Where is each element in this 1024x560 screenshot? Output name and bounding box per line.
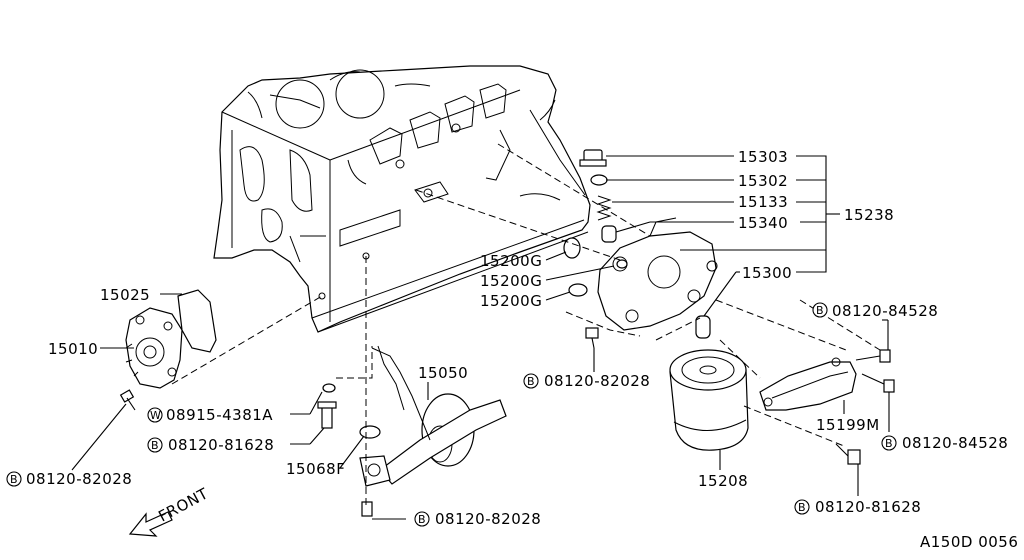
bolt-prefix-3: B: [527, 375, 535, 388]
gasket-15302: [590, 174, 608, 186]
bolt-82028-left: [119, 389, 136, 411]
label-15068f: 15068F: [286, 460, 345, 478]
oil-filter: [669, 349, 749, 451]
label-15199m: 15199M: [816, 416, 880, 434]
label-15200g-3: 15200G: [480, 292, 542, 310]
washer-08915-text: 08915-4381A: [166, 406, 273, 424]
bolt-82028-bottom-text: 08120-82028: [435, 510, 541, 528]
bolt-prefix-5: B: [816, 304, 824, 317]
label-washer-08915: W 08915-4381A: [147, 406, 273, 424]
label-bolt-82028-left: B 08120-82028: [6, 470, 132, 488]
connector-15300: [695, 315, 711, 339]
label-15303: 15303: [738, 148, 788, 166]
label-bolt-81628-left: B 08120-81628: [147, 436, 274, 454]
label-15340: 15340: [738, 214, 788, 232]
washer-prefix: W: [150, 409, 161, 422]
bolt-81628-left-text: 08120-81628: [168, 436, 274, 454]
bolt-prefix-7: B: [798, 501, 806, 514]
label-15238: 15238: [844, 206, 894, 224]
diagram-code: A150D 0056: [920, 533, 1018, 551]
bolt-84528-top-text: 08120-84528: [832, 302, 938, 320]
label-15133: 15133: [738, 193, 788, 211]
oil-strainer: [359, 345, 507, 517]
washer-and-bolt-left: [317, 383, 337, 429]
bolt-prefix-2: B: [10, 473, 18, 486]
front-arrow-icon: [128, 511, 173, 537]
spring-15133: [596, 195, 612, 221]
oil-pump: [125, 307, 183, 389]
bolt-82028-mid: [585, 327, 599, 349]
o-ring-15200g-3: [568, 283, 588, 297]
label-bolt-81628-right: B 08120-81628: [794, 498, 921, 516]
bolt-84528-bottom-text: 08120-84528: [902, 434, 1008, 452]
engine-block: [213, 65, 591, 333]
label-15025: 15025: [100, 286, 150, 304]
label-15302: 15302: [738, 172, 788, 190]
o-ring-15200g-2: [616, 259, 628, 269]
label-15208: 15208: [698, 472, 748, 490]
bolt-82028-mid-text: 08120-82028: [544, 372, 650, 390]
label-15300: 15300: [742, 264, 792, 282]
oil-pump-gasket: [177, 289, 217, 353]
bolt-82028-left-text: 08120-82028: [26, 470, 132, 488]
label-15200g-2: 15200G: [480, 272, 542, 290]
label-15200g-1: 15200G: [480, 252, 542, 270]
label-15050: 15050: [418, 364, 468, 382]
valve-15340: [601, 225, 617, 243]
label-15010: 15010: [48, 340, 98, 358]
bracket-15199m: [759, 357, 857, 411]
alignment-lines: [171, 143, 881, 506]
plug-15303: [579, 149, 607, 167]
front-label: FRONT: [155, 484, 211, 525]
bolt-prefix-1: B: [151, 439, 159, 452]
bolt-84528-top: [855, 349, 891, 363]
label-bolt-84528-bottom: B 08120-84528: [881, 434, 1008, 452]
bolt-prefix-6: B: [885, 437, 893, 450]
bolt-81628-right: [835, 443, 861, 465]
label-bolt-84528-top: B 08120-84528: [812, 302, 938, 320]
bolt-prefix-4: B: [418, 513, 426, 526]
o-ring-15200g-1: [563, 237, 581, 259]
part-15068f: [359, 425, 381, 439]
bolt-81628-right-text: 08120-81628: [815, 498, 921, 516]
label-bolt-82028-bottom: B 08120-82028: [414, 510, 541, 528]
front-direction-indicator: FRONT: [128, 484, 212, 537]
label-bolt-82028-mid: B 08120-82028: [523, 372, 650, 390]
bolt-84528-bottom: [861, 373, 895, 393]
leader-lines: [71, 155, 890, 520]
